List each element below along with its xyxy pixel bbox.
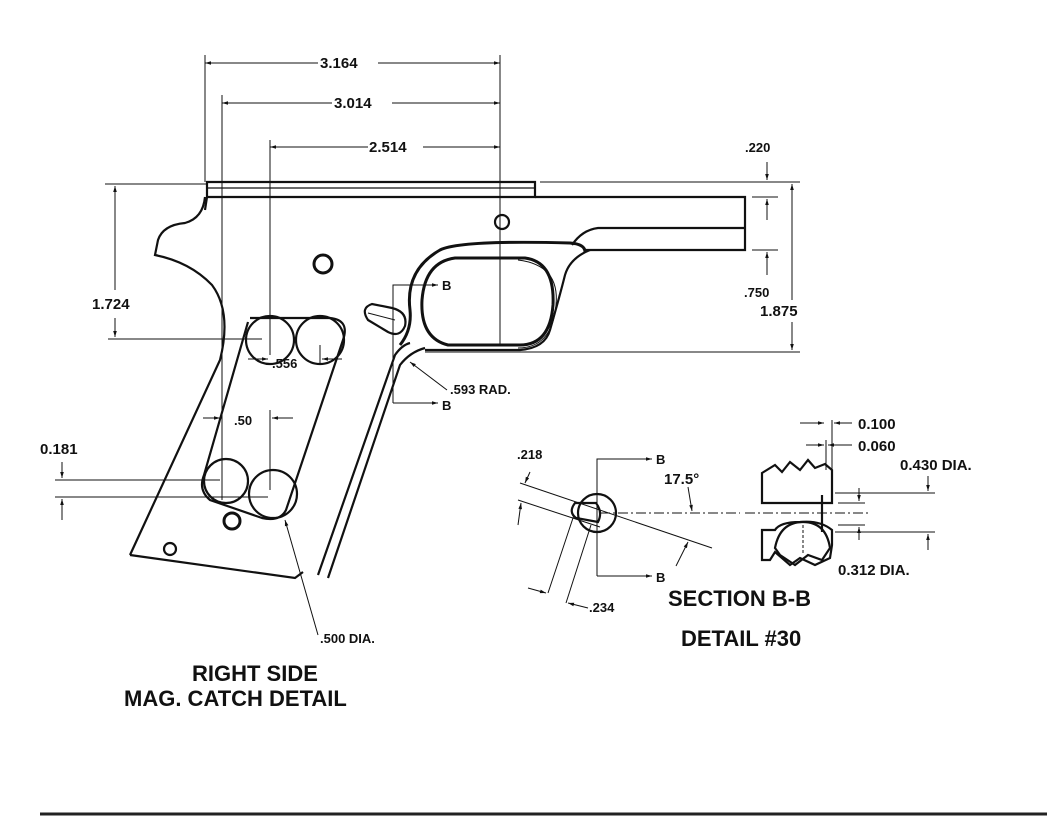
slide-rail xyxy=(205,180,537,199)
section-line-top xyxy=(392,283,438,403)
dim-593rad: .593 RAD. xyxy=(450,382,511,397)
detail-section-marker-bottom: B xyxy=(656,570,665,585)
detail-section-marker-top: B xyxy=(656,452,665,467)
dim-3014: 3.014 xyxy=(334,95,372,112)
dust-cover xyxy=(535,195,747,252)
grip-bottom xyxy=(129,553,304,580)
dim-0060: 0.060 xyxy=(858,438,896,455)
trigger-guard-outer xyxy=(398,240,587,346)
dim-1875: 1.875 xyxy=(760,303,798,320)
frame-outline xyxy=(129,180,800,580)
dim-218: .218 xyxy=(517,447,542,462)
dim-556: .556 xyxy=(272,356,297,371)
dim-1724: 1.724 xyxy=(92,296,130,313)
keyhole-detail: B B xyxy=(517,452,740,585)
hole-lower xyxy=(222,511,242,531)
dim-2514: 2.514 xyxy=(369,139,407,156)
mag-catch-keyhole xyxy=(363,302,407,336)
main-title-line1: RIGHT SIDE xyxy=(192,661,318,686)
dim-0430: 0.430 DIA. xyxy=(900,457,972,474)
main-title-line2: MAG. CATCH DETAIL xyxy=(124,686,347,711)
dim-0100: 0.100 xyxy=(858,416,896,433)
hole-slide-stop xyxy=(493,213,511,231)
dim-500dia: .500 DIA. xyxy=(320,631,375,646)
detail-keyhole xyxy=(570,501,602,524)
dim-0312: 0.312 DIA. xyxy=(838,562,910,579)
dim-0181: 0.181 xyxy=(40,441,78,458)
trigger-guard-opening xyxy=(420,256,555,347)
hole-upper xyxy=(312,253,334,275)
dim-220: .220 xyxy=(745,140,770,155)
grip-screw-circle-4 xyxy=(247,468,299,520)
dim-3164: 3.164 xyxy=(320,55,358,72)
section-marker-bottom: B xyxy=(442,398,451,413)
section-bb-view xyxy=(745,420,870,567)
hole-bottom xyxy=(162,541,178,557)
section-marker-top: B xyxy=(442,278,451,293)
dim-234: .234 xyxy=(589,600,615,615)
section-title: SECTION B-B xyxy=(668,586,811,611)
dim-50: .50 xyxy=(234,413,252,428)
dim-750: .750 xyxy=(744,285,769,300)
grip-tang xyxy=(129,196,226,556)
dim-175: 17.5° xyxy=(664,471,699,488)
front-strap-outer xyxy=(316,341,411,576)
detail-title: DETAIL #30 xyxy=(681,626,801,651)
grip-screw-circle-3 xyxy=(202,457,250,505)
